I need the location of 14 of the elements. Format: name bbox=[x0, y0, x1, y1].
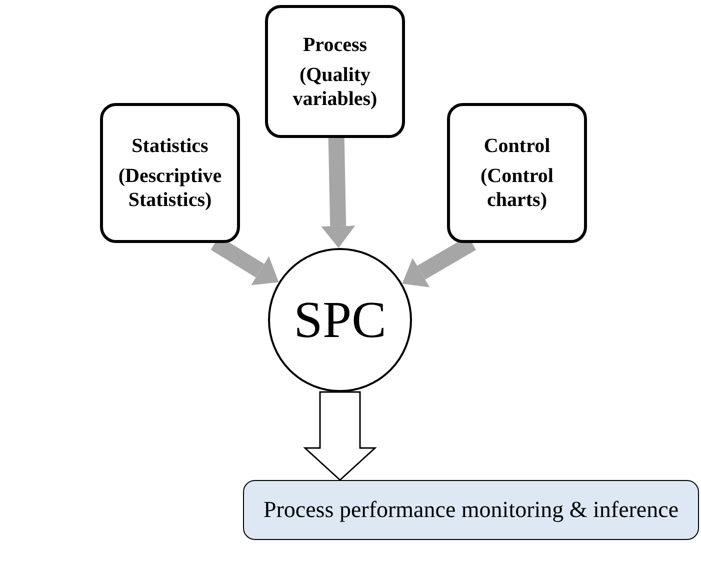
node-text: Control bbox=[484, 134, 550, 158]
rounded-box bbox=[100, 103, 240, 243]
node-text: Process bbox=[302, 32, 368, 56]
rounded-box bbox=[265, 5, 405, 138]
label-text: Process performance monitoring & inference bbox=[263, 497, 679, 523]
hollow-arrow bbox=[303, 391, 377, 482]
rounded-box bbox=[447, 103, 587, 243]
node-text: (Control charts) bbox=[480, 164, 554, 212]
node-text: Statistics bbox=[132, 134, 208, 158]
node-text: (Quality variables) bbox=[292, 62, 378, 110]
label-text: SPC bbox=[294, 290, 386, 350]
node-text: (Descriptive Statistics) bbox=[117, 164, 223, 212]
block-arrow bbox=[321, 138, 356, 248]
result-band bbox=[243, 480, 699, 540]
